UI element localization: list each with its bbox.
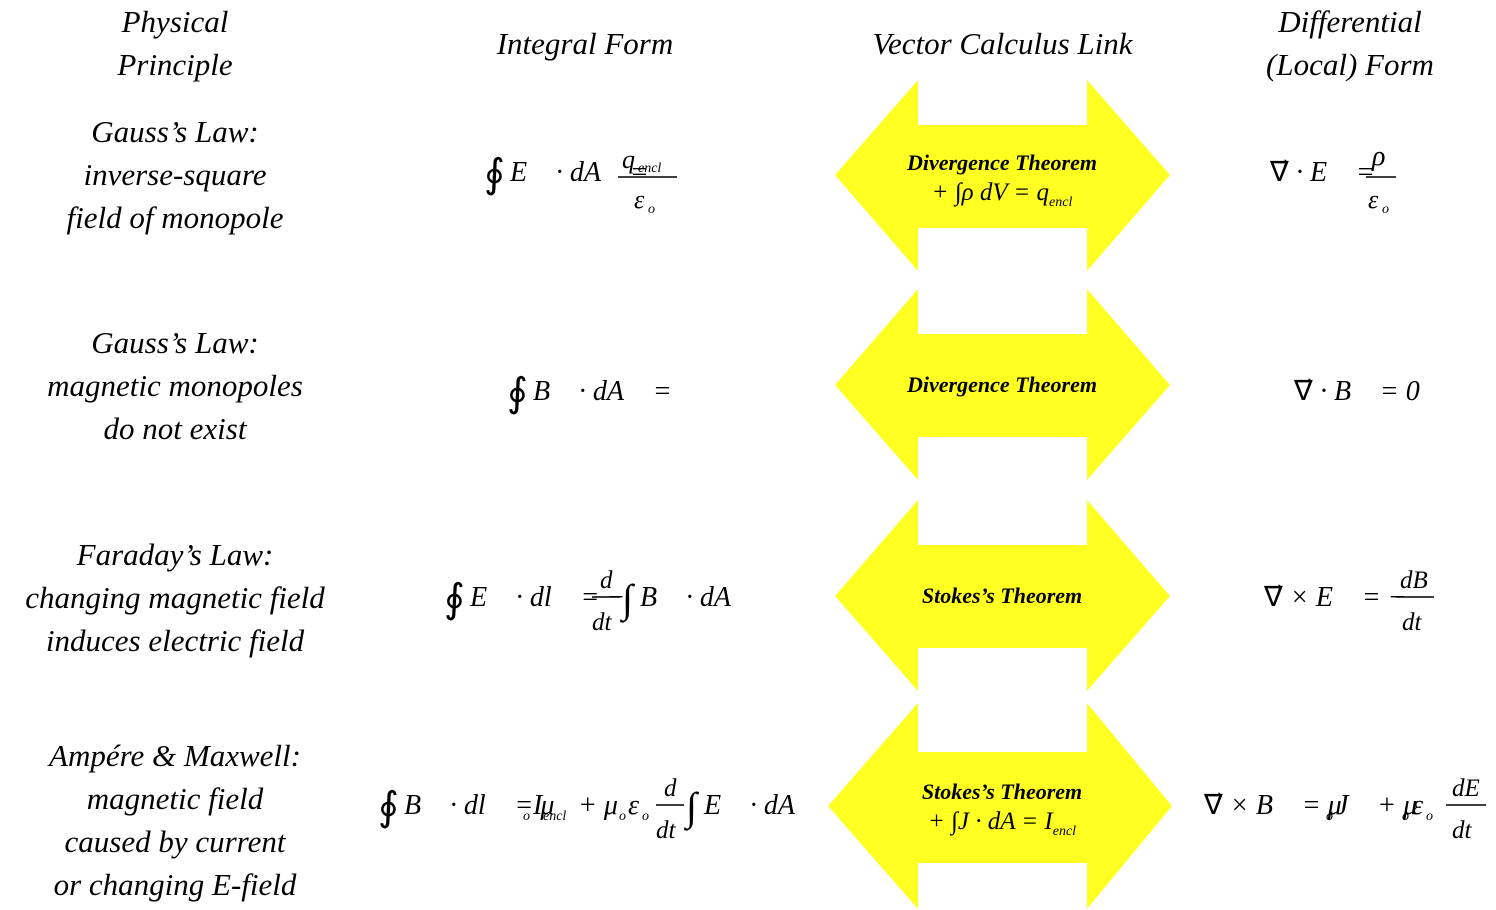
- link-label-4: Stokes’s Theorem + ∫J · dA = Iencl: [832, 777, 1172, 847]
- svg-text:+ μ: + μ: [578, 790, 618, 821]
- differential-eq-gauss-magnetic: ∇⃗ · B⃗ = 0: [1293, 376, 1420, 407]
- link-extra-formula: + ∫J · dA = Iencl: [927, 808, 1077, 839]
- header-integral-form: Integral Form: [440, 22, 730, 65]
- svg-text:encl: encl: [638, 161, 661, 176]
- svg-text:E⃗ · dA⃗ =: E⃗ · dA⃗ =: [509, 157, 649, 188]
- header-physical-principle: Physical Principle: [75, 0, 275, 86]
- svg-text:encl: encl: [543, 809, 566, 824]
- svg-text:o: o: [1402, 809, 1409, 824]
- svg-text:· B⃗ = 0: · B⃗ = 0: [1320, 376, 1420, 407]
- svg-text:dt: dt: [656, 817, 677, 844]
- principle-line: induces electric field: [45, 623, 305, 658]
- principle-gauss-magnetic: Gauss’s Law: magnetic monopoles do not e…: [0, 321, 350, 450]
- header-integral-text: Integral Form: [496, 26, 674, 61]
- principle-gauss-electric: Gauss’s Law: inverse-square field of mon…: [0, 110, 350, 239]
- header-differential-form: Differential (Local) Form: [1240, 0, 1460, 86]
- header-differential-line2: (Local) Form: [1266, 47, 1434, 82]
- svg-text:dt: dt: [1452, 817, 1473, 844]
- principle-line: do not exist: [103, 411, 247, 446]
- svg-text:· E⃗ =: · E⃗ =: [1296, 157, 1375, 188]
- svg-text:q: q: [622, 145, 635, 174]
- differential-eq-ampere-maxwell: ∇⃗ × B⃗ = μ o J⃗ + μ o ε o dE⃗ dt: [1203, 775, 1496, 844]
- link-extra-formula: + ∫ρ dV = qencl: [931, 179, 1073, 210]
- svg-text:d: d: [600, 567, 613, 594]
- svg-text:ε: ε: [628, 790, 639, 821]
- double-arrow-4: [828, 703, 1172, 909]
- svg-text:ε: ε: [1412, 790, 1423, 821]
- svg-text:∮: ∮: [378, 784, 399, 829]
- svg-text:B⃗ · dA⃗ = 0: B⃗ · dA⃗ = 0: [533, 376, 675, 407]
- svg-text:∫: ∫: [619, 576, 636, 623]
- header-vector-calculus-link: Vector Calculus Link: [830, 22, 1175, 65]
- svg-text:∮: ∮: [484, 151, 505, 196]
- svg-text:E⃗ · dA⃗: E⃗ · dA⃗: [703, 790, 796, 821]
- svg-text:B⃗ · dA⃗: B⃗ · dA⃗: [640, 582, 742, 613]
- svg-text:o: o: [619, 809, 626, 824]
- svg-text:∇⃗: ∇⃗: [1293, 376, 1313, 407]
- link-theorem-name: Stokes’s Theorem: [921, 583, 1083, 608]
- integral-eq-ampere-maxwell: ∮ B⃗ · dl⃗ = μ o I encl + μ o ε o d dt ∫…: [378, 775, 796, 844]
- svg-text:o: o: [1426, 809, 1433, 824]
- svg-text:o: o: [1382, 202, 1389, 217]
- svg-text:I: I: [532, 790, 544, 821]
- link-theorem-name: Divergence Theorem: [907, 150, 1097, 175]
- principle-line: inverse-square: [83, 157, 267, 192]
- header-principle-line2: Principle: [117, 47, 233, 82]
- svg-text:× B⃗ = μ: × B⃗ = μ: [1230, 790, 1342, 821]
- link-label-2: Divergence Theorem: [832, 370, 1172, 400]
- svg-text:∮: ∮: [444, 576, 465, 621]
- principle-line: magnetic field: [86, 781, 264, 816]
- principle-faraday: Faraday’s Law: changing magnetic field i…: [0, 533, 350, 662]
- svg-text:× E⃗ = −: × E⃗ = −: [1290, 582, 1407, 613]
- svg-text:∮: ∮: [507, 370, 528, 415]
- principle-line: Gauss’s Law:: [91, 325, 259, 360]
- double-arrow-1: [835, 80, 1170, 271]
- header-differential-line1: Differential: [1278, 4, 1422, 39]
- svg-text:∇⃗: ∇⃗: [1263, 582, 1283, 613]
- principle-line: magnetic monopoles: [47, 368, 303, 403]
- svg-text:J⃗ + μ: J⃗ + μ: [1336, 790, 1417, 821]
- double-arrow-3: [835, 500, 1170, 691]
- svg-text:o: o: [523, 809, 530, 824]
- link-label-1: Divergence Theorem + ∫ρ dV = qencl: [832, 148, 1172, 218]
- svg-text:ε: ε: [634, 185, 645, 214]
- svg-text:o: o: [642, 809, 649, 824]
- svg-text:dt: dt: [1402, 609, 1423, 636]
- svg-text:o: o: [1326, 809, 1333, 824]
- link-label-3: Stokes’s Theorem: [832, 581, 1172, 611]
- svg-text:B⃗ · dl⃗ = μ: B⃗ · dl⃗ = μ: [404, 790, 554, 821]
- principle-line: caused by current: [64, 824, 286, 859]
- svg-text:d: d: [664, 775, 677, 802]
- differential-eq-faraday: ∇⃗ × E⃗ = − dB⃗ dt: [1263, 567, 1447, 636]
- svg-text:dE⃗: dE⃗: [1452, 775, 1496, 802]
- svg-text:o: o: [648, 202, 655, 217]
- double-arrow-2: [835, 289, 1170, 480]
- header-principle-line1: Physical: [121, 4, 229, 39]
- svg-text:dt: dt: [592, 609, 613, 636]
- svg-text:∫: ∫: [683, 784, 700, 831]
- principle-line: field of monopole: [66, 200, 284, 235]
- integral-eq-gauss-magnetic: ∮ B⃗ · dA⃗ = 0: [507, 370, 675, 415]
- principle-line: or changing E-field: [53, 867, 297, 902]
- svg-text:dB⃗: dB⃗: [1400, 567, 1447, 594]
- svg-text:ε: ε: [1368, 185, 1379, 214]
- link-theorem-name: Stokes’s Theorem: [921, 779, 1083, 804]
- svg-text:∇⃗: ∇⃗: [1269, 157, 1289, 188]
- principle-line: Faraday’s Law:: [76, 537, 274, 572]
- principle-line: changing magnetic field: [25, 580, 325, 615]
- svg-text:ρ: ρ: [1371, 141, 1385, 172]
- principle-ampere-maxwell: Ampére & Maxwell: magnetic field caused …: [0, 734, 350, 906]
- principle-line: Ampére & Maxwell:: [49, 738, 301, 773]
- svg-text:∇⃗: ∇⃗: [1203, 790, 1223, 821]
- link-theorem-name: Divergence Theorem: [907, 372, 1097, 397]
- principle-line: Gauss’s Law:: [91, 114, 259, 149]
- header-link-text: Vector Calculus Link: [872, 26, 1133, 61]
- integral-eq-faraday: ∮ E⃗ · dl⃗ = − d dt ∫ B⃗ · dA⃗: [444, 567, 742, 636]
